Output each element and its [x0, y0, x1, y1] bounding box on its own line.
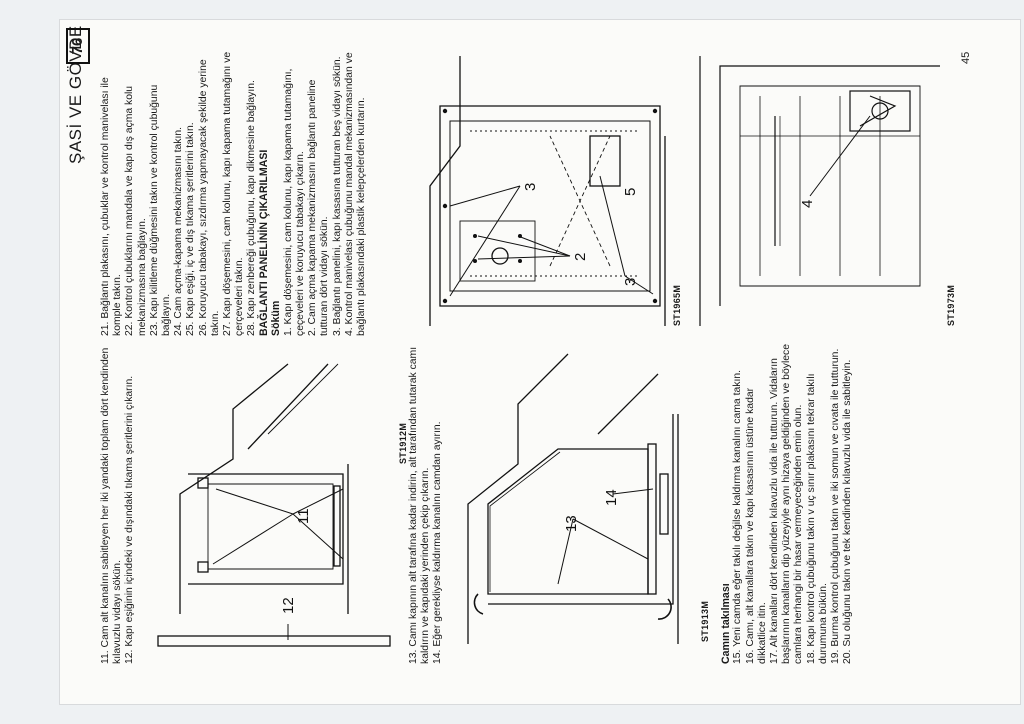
panel-step-2: 2. Cam açma kapama mekanizmasını bağlant… [307, 79, 331, 336]
section-heading-glass-install: Camın takılması [720, 583, 732, 664]
col1-top-steps: 11. Cam alt kanalını sabitleyen her iki … [100, 344, 137, 664]
col1-bottom-steps: Camın takılması 15. Yeni camda eğer takı… [720, 344, 854, 664]
step-21: 21. Bağlantı plakasını, çubuklar ve kont… [100, 77, 124, 336]
step-14: 14. Eğer gerekliyse kaldırma kanalını ca… [432, 421, 444, 664]
panel-step-4: 4. Kontrol manivelası çubuğunu mandal me… [343, 52, 368, 336]
folio-page-number: 45 [960, 51, 972, 64]
step-19: 19. Burma kontrol çubuğunu takın ve iki … [830, 348, 842, 664]
panel-step-1: 1. Kapı döşemesini, cam kolunu, kapı kap… [282, 68, 307, 336]
callout-3-upper: 3 [522, 183, 539, 191]
connection-panel-diagram: 5 3 2 3 [429, 56, 666, 326]
page-number-badge: 76 [66, 28, 90, 64]
callout-3-lower: 3 [622, 278, 639, 286]
figure-st1965m: 5 3 2 3 ST1965M [410, 46, 682, 336]
figure-label-st1912m: ST1912M [398, 422, 408, 464]
step-24: 24. Cam açma-kapama mekanizmasını takın. [173, 126, 185, 336]
callout-14: 14 [603, 489, 620, 506]
col2-mid-steps: BAĞLANTI PANELİNİN ÇIKARILMASI Söküm 1. … [258, 46, 368, 336]
step-13: 13. Camı kapının alt tarafına kadar indi… [408, 346, 432, 664]
callout-11: 11 [295, 508, 312, 524]
step-28: 28. Kapı zenbereği çubuğunu, kapı dikmes… [246, 80, 258, 336]
section-heading-panel-removal: BAĞLANTI PANELİNİN ÇIKARILMASI [258, 149, 270, 336]
callout-2: 2 [572, 253, 589, 261]
door-glass-diagram: 13 14 [467, 353, 679, 644]
callout-5: 5 [622, 188, 639, 196]
figure-label-st1913m: ST1913M [700, 600, 710, 642]
col1-mid-steps: 13. Camı kapının alt tarafına kadar indi… [408, 344, 445, 664]
step-20: 20. Su oluğunu takın ve tek kendinden kı… [842, 359, 854, 664]
step-25: 25. Kapı eşiği, iç ve dış tıkama şeritle… [185, 122, 197, 336]
latch-mechanism-diagram: 4 [699, 56, 940, 326]
figure-st1912m: 12 11 ST1912M [148, 344, 408, 664]
step-16: 16. Camı, alt kanallara takın ve kapı ka… [744, 387, 768, 664]
step-23: 23. Kapı kilitleme düğmesini takın ve ko… [148, 84, 173, 336]
callout-13: 13 [563, 515, 580, 532]
door-frame-diagram-1: 12 11 [157, 363, 391, 647]
step-22: 22. Kontrol çubuklarını mandala ve kapı … [124, 85, 148, 336]
step-27: 27. Kapı döşemesini, cam kolunu, kapı ka… [222, 51, 246, 336]
rotated-page: ŞASİ VE GÖVDE 76 11. Cam alt kanalını sa… [60, 20, 1020, 704]
panel-step-3: 3. Bağlantı panelini, kapı kasasına tutt… [331, 56, 343, 336]
step-18: 18. Kapı kontrol çubuğunu takın v uç sın… [805, 373, 829, 664]
step-12: 12. Kapı eşiğinin içindeki ve dışındaki … [124, 375, 136, 664]
section-subheading-removal: Söküm [270, 300, 283, 336]
step-11: 11. Cam alt kanalını sabitleyen her iki … [100, 347, 124, 664]
figure-st1913m: 13 14 ST1913M [448, 344, 710, 664]
step-26: 26. Koruyucu tabakayı, sızdırma yapmayac… [197, 59, 221, 336]
callout-12: 12 [280, 597, 297, 614]
step-15: 15. Yeni camda eğer takılı değilse kaldı… [732, 370, 744, 664]
figure-label-st1973m: ST1973M [946, 284, 956, 326]
step-17: 17. Alt kanalları dört kendinden kılavuz… [769, 344, 805, 664]
figure-st1973m: 4 ST1973M [680, 46, 960, 336]
document-sheet: ŞASİ VE GÖVDE 76 11. Cam alt kanalını sa… [60, 20, 1020, 704]
col2-top-steps: 21. Bağlantı plakasını, çubuklar ve kont… [100, 46, 259, 336]
callout-4: 4 [799, 200, 816, 208]
